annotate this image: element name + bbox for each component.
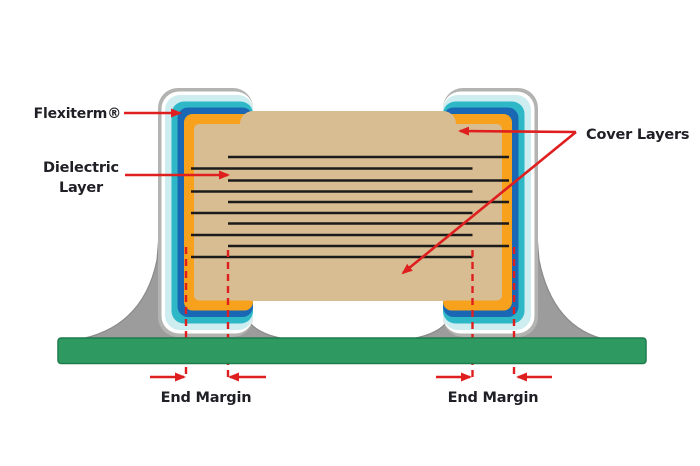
cover-layers-arrow-bottom — [401, 130, 577, 275]
flexiterm-label: Flexiterm® — [34, 106, 121, 122]
cover-layers-arrow-top — [458, 126, 577, 136]
internal-electrodes — [191, 155, 509, 259]
ceramic-body — [240, 111, 456, 301]
dielectric-layer-label-line2: Layer — [59, 180, 104, 196]
end-margin-label-right: End Margin — [448, 390, 539, 406]
cover-layers-label: Cover Layers — [586, 127, 689, 143]
end-margin-label-left: End Margin — [161, 390, 252, 406]
pcb-board — [57, 337, 647, 365]
dielectric-layer-label-line1: Dielectric — [43, 160, 119, 176]
annotation-arrows — [124, 108, 577, 382]
